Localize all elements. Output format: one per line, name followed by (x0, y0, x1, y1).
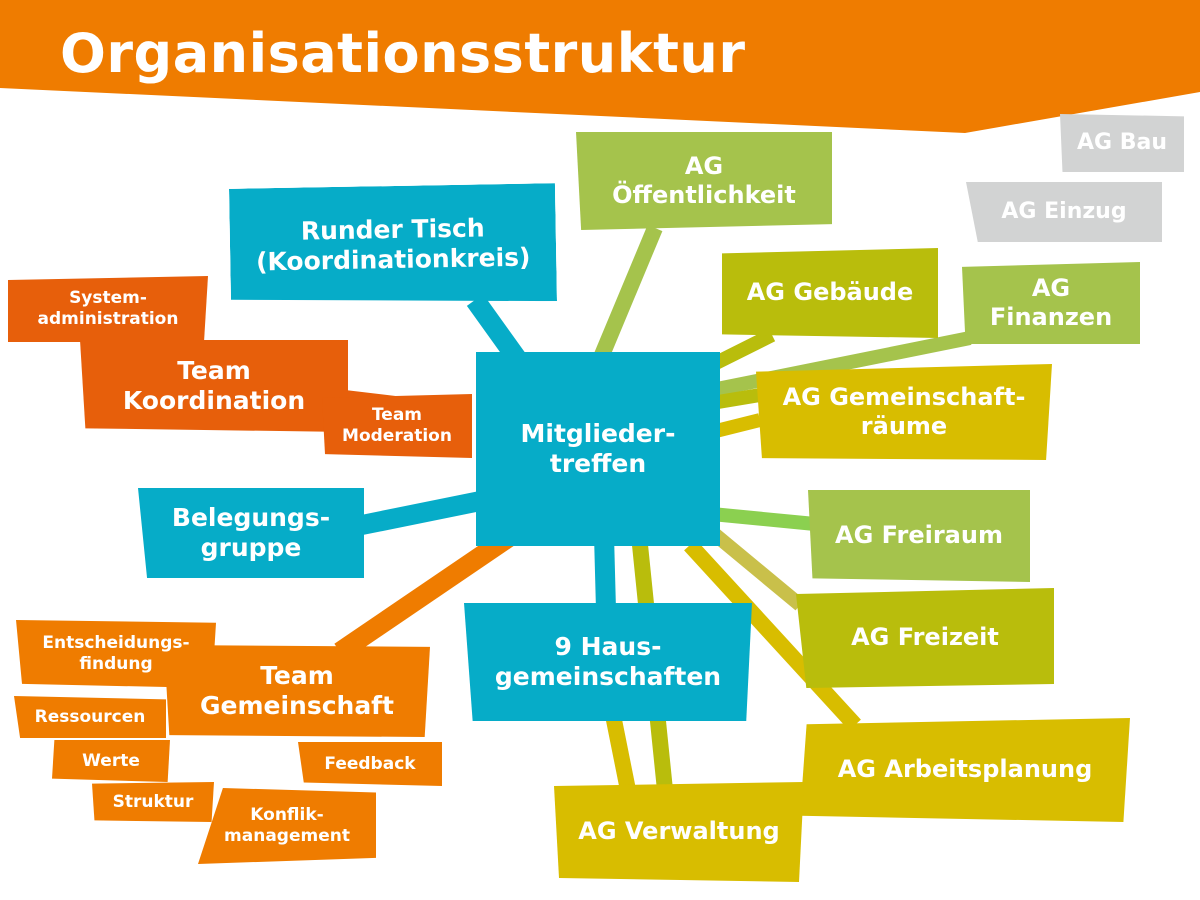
node-ag-freizeit: AG Freizeit (796, 588, 1054, 688)
page-title: Organisationsstruktur (60, 22, 746, 85)
node-ag-arbeitsplanung: AG Arbeitsplanung (800, 718, 1130, 822)
node-ag-finanzen: AG Finanzen (962, 262, 1140, 344)
node-label: System- (69, 288, 147, 309)
node-label: Werte (82, 750, 140, 771)
node-label: Ressourcen (34, 706, 146, 727)
node-konfliktmanagement: Konflik- management (198, 788, 376, 864)
node-systemadministration: System- administration (8, 276, 208, 342)
node-team-koordination: Team Koordination (80, 340, 348, 432)
node-ag-einzug: AG Einzug (966, 182, 1162, 242)
node-label: Gemeinschaft (199, 691, 395, 720)
node-label: räume (860, 412, 948, 440)
node-label: AG Einzug (1001, 198, 1127, 224)
connector-gebaeude (706, 328, 776, 373)
node-feedback: Feedback (298, 742, 442, 786)
node-label: Öffentlichkeit (612, 181, 796, 209)
node-runder-tisch: Runder Tisch (Koordinationkreis) (229, 183, 557, 307)
node-label: AG Verwaltung (578, 817, 780, 846)
connector-finanzen (710, 331, 972, 397)
node-label: Moderation (342, 426, 452, 446)
node-struktur: Struktur (92, 782, 214, 822)
node-ag-gebaeude: AG Gebäude (722, 248, 938, 338)
node-label: treffen (549, 449, 647, 478)
node-entscheidungsfindung: Entscheidungs- findung (16, 620, 216, 688)
node-label: management (224, 826, 350, 846)
node-team-moderation: Team Moderation (322, 394, 472, 458)
connector-hausgemeinschaften (594, 534, 616, 611)
node-label: findung (79, 654, 153, 674)
node-label: 9 Haus- (554, 631, 662, 661)
header-banner (0, 0, 1200, 133)
node-mitgliedertreffen: Mitglieder- treffen (476, 352, 720, 546)
node-label: Team (177, 355, 251, 385)
node-label: gemeinschaften (494, 662, 722, 691)
node-ag-oeffentlichkeit: AG Öffentlichkeit (576, 132, 832, 230)
node-label: Mitglieder- (520, 418, 676, 448)
node-werte: Werte (52, 740, 170, 782)
node-label: Struktur (112, 791, 194, 812)
node-label: AG Freiraum (835, 521, 1003, 550)
node-label: Runder Tisch (300, 212, 485, 246)
connector-runder-tisch (466, 294, 527, 366)
node-label: AG (684, 151, 724, 180)
node-label: Entscheidungs- (42, 633, 190, 654)
node-label: Feedback (324, 753, 416, 774)
node-ag-gemeinschaftraeume: AG Gemeinschaft- räume (756, 364, 1052, 460)
node-label: AG Bau (1076, 129, 1168, 155)
node-label: administration (37, 309, 179, 329)
node-ag-bau: AG Bau (1060, 114, 1184, 172)
node-belegungsgruppe: Belegungs- gruppe (138, 488, 364, 578)
connector-oeffentlichkeit (594, 224, 663, 359)
node-label: AG Arbeitsplanung (837, 755, 1093, 784)
node-label: AG (1031, 273, 1071, 302)
node-label: (Koordinationkreis) (255, 242, 531, 277)
node-label: AG Freizeit (851, 623, 999, 652)
node-label: Team (371, 405, 423, 426)
connector-gemeinschaftraeume-1 (710, 388, 762, 410)
node-ag-freiraum: AG Freiraum (808, 490, 1030, 582)
node-hausgemeinschaften: 9 Haus- gemeinschaften (464, 603, 752, 721)
connector-belegung (350, 488, 497, 537)
node-ag-verwaltung: AG Verwaltung (554, 782, 804, 882)
node-label: AG Gemeinschaft- (782, 382, 1026, 411)
node-label: Koordination (122, 386, 306, 415)
connector-team-gemeinschaft (334, 526, 518, 661)
node-label: Konflik- (250, 805, 324, 826)
connector-freiraum (711, 507, 816, 531)
node-ressourcen: Ressourcen (14, 696, 166, 738)
node-label: Team (260, 660, 334, 690)
connector-freizeit (707, 526, 805, 611)
node-label: AG Gebäude (746, 278, 914, 307)
node-label: gruppe (200, 533, 302, 562)
connector-gemeinschaftraeume-2 (710, 413, 762, 439)
node-label: Belegungs- (171, 502, 331, 532)
connector-arbeitsplanung (684, 539, 861, 731)
node-label: Finanzen (989, 303, 1113, 331)
